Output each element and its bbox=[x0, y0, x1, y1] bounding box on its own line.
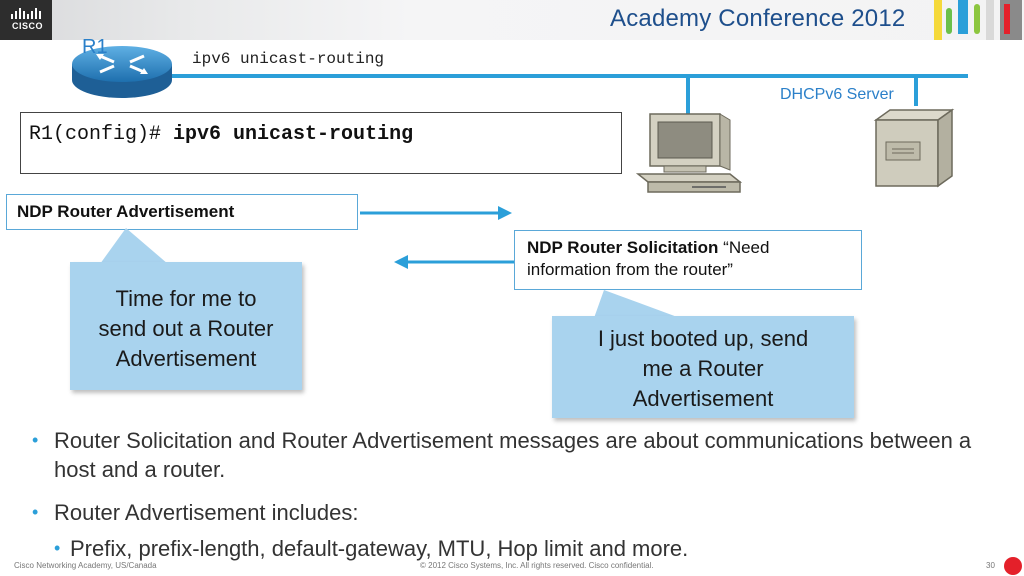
cisco-logo-icon: CISCO bbox=[6, 6, 48, 34]
bullet-item: Router Solicitation and Router Advertise… bbox=[32, 426, 972, 484]
router-advertisement-label-box: NDP Router Advertisement bbox=[6, 194, 358, 230]
host-callout-text: I just booted up, send me a Router Adver… bbox=[552, 324, 854, 414]
router-advertisement-label: NDP Router Advertisement bbox=[17, 202, 235, 221]
server-icon bbox=[873, 108, 955, 188]
server-drop-line bbox=[914, 76, 918, 106]
config-command: ipv6 unicast-routing bbox=[173, 123, 414, 146]
router-thought-callout: Time for me to send out a Router Adverti… bbox=[70, 262, 302, 390]
arrow-right-icon bbox=[360, 206, 512, 220]
router-solicitation-label: NDP Router Solicitation “Need informatio… bbox=[527, 237, 857, 281]
router-callout-pointer bbox=[100, 228, 168, 264]
config-command-box: R1(config)# ipv6 unicast-routing bbox=[20, 112, 622, 174]
command-caption: ipv6 unicast-routing bbox=[192, 50, 385, 68]
config-command-line: R1(config)# ipv6 unicast-routing bbox=[29, 123, 413, 146]
router-callout-line: Advertisement bbox=[115, 346, 257, 371]
host-callout-line: Advertisement bbox=[632, 386, 774, 411]
host-thought-callout: I just booted up, send me a Router Adver… bbox=[552, 316, 854, 418]
router-icon bbox=[72, 46, 172, 98]
host-callout-pointer bbox=[594, 290, 680, 318]
dhcp-server-label: DHCPv6 Server bbox=[780, 86, 894, 103]
router-callout-line: Time for me to bbox=[115, 286, 257, 311]
router-solicitation-quote: “Need information from the router” bbox=[527, 238, 770, 279]
header-logo-panel bbox=[0, 0, 52, 40]
network-segment-line bbox=[150, 74, 968, 78]
host-callout-line: I just booted up, send bbox=[597, 326, 809, 351]
config-prompt: R1(config)# bbox=[29, 123, 174, 146]
desktop-pc-icon bbox=[635, 113, 742, 193]
pc-drop-line bbox=[686, 76, 690, 114]
bullet-item: Router Advertisement includes: bbox=[32, 498, 972, 527]
header-banner bbox=[0, 0, 1024, 40]
bullet-list: Router Solicitation and Router Advertise… bbox=[32, 426, 972, 563]
footer-copyright: © 2012 Cisco Systems, Inc. All rights re… bbox=[420, 561, 654, 570]
host-callout-line: me a Router bbox=[642, 356, 764, 381]
banner-decoration bbox=[934, 0, 1022, 40]
cisco-brand-text: CISCO bbox=[12, 21, 44, 31]
router-name-label: R1 bbox=[82, 36, 108, 58]
router-solicitation-title: NDP Router Solicitation bbox=[527, 238, 719, 257]
message-arrows bbox=[360, 206, 514, 269]
conference-title: Academy Conference 2012 bbox=[610, 5, 906, 32]
footer-red-dot bbox=[1004, 557, 1022, 575]
router-callout-line: send out a Router bbox=[98, 316, 274, 341]
page-number: 30 bbox=[986, 561, 995, 570]
sub-bullet-item: Prefix, prefix-length, default-gateway, … bbox=[32, 534, 972, 563]
router-solicitation-label-box: NDP Router Solicitation “Need informatio… bbox=[514, 230, 862, 290]
router-callout-text: Time for me to send out a Router Adverti… bbox=[70, 284, 302, 374]
arrow-left-icon bbox=[394, 255, 514, 269]
footer-organization: Cisco Networking Academy, US/Canada bbox=[14, 561, 157, 570]
